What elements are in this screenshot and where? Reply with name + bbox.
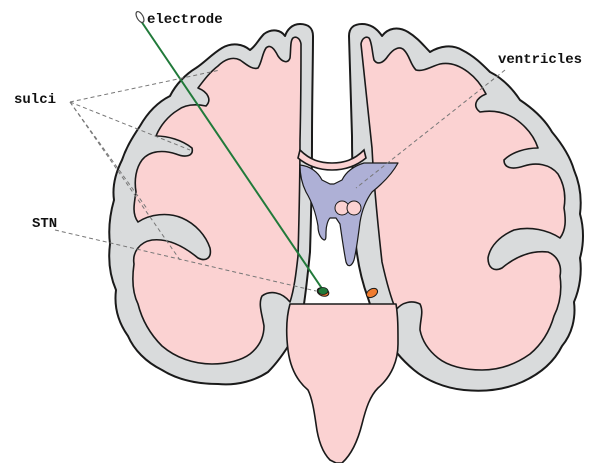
sulci-leader-2 bbox=[69, 101, 191, 151]
right-hemisphere bbox=[348, 23, 584, 392]
sulci-leader-4 bbox=[69, 101, 149, 211]
electrode-shaft bbox=[140, 20, 324, 291]
right-white-matter bbox=[360, 36, 566, 371]
stn-label: STN bbox=[32, 216, 57, 232]
corpus-callosum bbox=[297, 148, 367, 171]
sulci-label: sulci bbox=[14, 92, 56, 108]
stn-right bbox=[365, 287, 379, 299]
ventricles-leader bbox=[355, 69, 506, 189]
stn-leader bbox=[54, 229, 317, 292]
left-hemisphere bbox=[108, 23, 314, 386]
electrode-tip bbox=[317, 287, 329, 295]
brainstem bbox=[285, 303, 399, 463]
sulci-leader-1 bbox=[69, 69, 221, 103]
electrode-label: electrode bbox=[147, 12, 223, 28]
ventricles-label: ventricles bbox=[498, 52, 582, 68]
fornix-right bbox=[346, 200, 362, 216]
left-white-matter bbox=[132, 36, 302, 365]
ventricles-shape bbox=[299, 162, 399, 267]
electrode-handle-icon bbox=[135, 10, 145, 24]
